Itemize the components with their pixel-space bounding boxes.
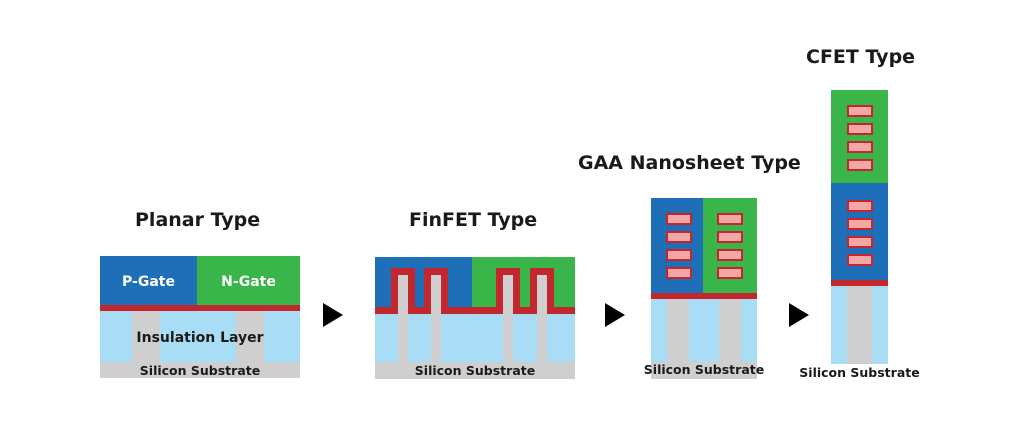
gaa-substrate-label: Silicon Substrate <box>643 362 765 377</box>
finfet-title: FinFET Type <box>409 209 538 231</box>
gaa-silicon-pillar <box>719 299 741 362</box>
cfet-substrate-label: Silicon Substrate <box>799 365 920 380</box>
finfet-silicon-substrate <box>375 362 575 379</box>
arrow-right-icon <box>605 303 625 327</box>
cfet-nanosheet <box>847 218 873 230</box>
gaa-silicon-substrate <box>651 362 757 379</box>
gaa-nanosheet <box>666 231 692 243</box>
cfet-gate-oxide <box>831 280 888 286</box>
cfet-title: CFET Type <box>806 46 916 68</box>
finfet-silicon-fin <box>398 275 547 362</box>
n-gate-label: N-Gate <box>221 274 276 290</box>
gaa-title: GAA Nanosheet Type <box>578 152 801 174</box>
cfet-nanosheet <box>847 141 873 153</box>
cfet-nanosheet <box>847 254 873 266</box>
gaa-nanosheet <box>717 213 743 225</box>
gaa-nanosheet <box>666 249 692 261</box>
finfet-substrate-label: Silicon Substrate <box>414 363 536 378</box>
gaa-nanosheet <box>666 213 692 225</box>
cfet-nanosheet <box>847 159 873 171</box>
finfet-n-gate <box>472 257 575 308</box>
gaa-nanosheet <box>717 249 743 261</box>
arrow-right-icon <box>323 303 343 327</box>
cfet-nanosheet <box>847 236 873 248</box>
gaa-nanosheet <box>717 267 743 279</box>
cfet-nanosheet <box>847 123 873 135</box>
cfet-nanosheet <box>847 200 873 212</box>
cfet-silicon-pillar <box>847 286 872 364</box>
gaa-gate-oxide <box>651 293 757 299</box>
gaa-silicon-pillar <box>667 299 689 362</box>
planar-silicon-substrate <box>100 362 300 378</box>
planar-n-gate <box>197 256 300 305</box>
planar-silicon-pillar <box>236 311 264 362</box>
gaa-nanosheet <box>666 267 692 279</box>
planar-substrate-label: Silicon Substrate <box>139 363 261 378</box>
planar-p-gate <box>100 256 197 305</box>
gaa-nanosheet <box>717 231 743 243</box>
planar-gate-oxide <box>100 305 300 311</box>
planar-silicon-pillar <box>132 311 160 362</box>
p-gate-label: P-Gate <box>122 274 175 290</box>
finfet-p-gate <box>375 257 472 308</box>
insulation-layer-label: Insulation Layer <box>136 330 264 346</box>
arrow-right-icon <box>789 303 809 327</box>
cfet-nanosheet <box>847 105 873 117</box>
planar-title: Planar Type <box>135 209 261 231</box>
